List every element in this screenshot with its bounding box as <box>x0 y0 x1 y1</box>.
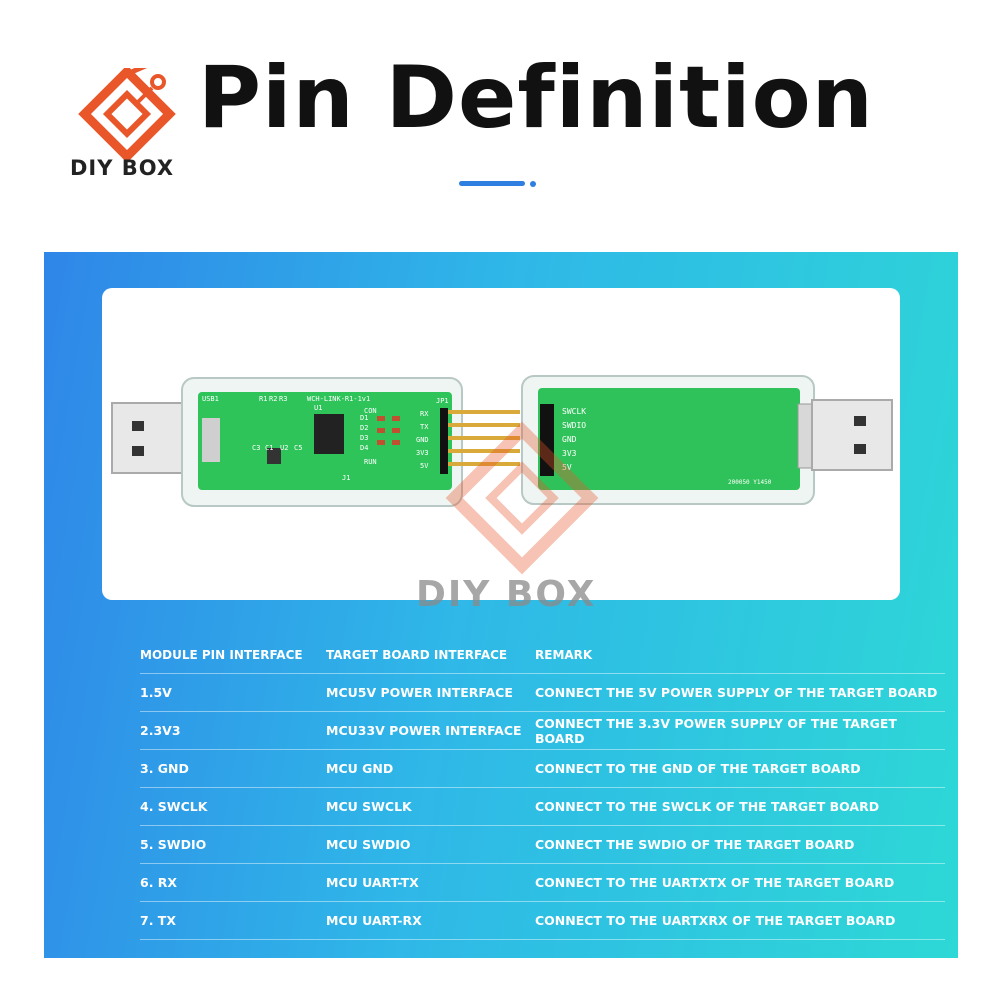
silk-swclk: SWCLK <box>562 407 586 416</box>
table-row: 3. GND MCU GND CONNECT TO THE GND OF THE… <box>140 749 945 788</box>
silk-swdio: SWDIO <box>562 421 586 430</box>
table-row: 7. TX MCU UART-RX CONNECT TO THE UARTXRX… <box>140 901 945 940</box>
cell-module-pin: 4. SWCLK <box>140 787 326 826</box>
right-usb-plug <box>797 399 893 471</box>
silk-j1: J1 <box>342 474 350 482</box>
title-underline <box>459 181 525 186</box>
cell-remark: CONNECT TO THE SWCLK OF THE TARGET BOARD <box>535 787 945 826</box>
silk-d1: D1 <box>360 414 368 422</box>
header-module-pin: MODULE PIN INTERFACE <box>140 636 326 674</box>
watermark-logo-icon <box>445 421 599 575</box>
silk-u2: U2 <box>280 444 288 452</box>
silk-u1: U1 <box>314 404 322 412</box>
cell-module-pin: 7. TX <box>140 901 326 940</box>
silk-gnd: GND <box>416 436 429 444</box>
silk-3v3: 3V3 <box>416 449 429 457</box>
table-row: 2.3V3 MCU33V POWER INTERFACE CONNECT THE… <box>140 711 945 750</box>
silk-c1: C1 <box>265 444 273 452</box>
silk-con: CON <box>364 407 377 415</box>
table-header-row: MODULE PIN INTERFACE TARGET BOARD INTERF… <box>140 636 945 674</box>
table-row: 6. RX MCU UART-TX CONNECT TO THE UARTXTX… <box>140 863 945 902</box>
silk-code: 200050 Y1450 <box>728 479 772 486</box>
silk-d3: D3 <box>360 434 368 442</box>
cell-remark: CONNECT THE 5V POWER SUPPLY OF THE TARGE… <box>535 673 945 712</box>
page-title: Pin Definition <box>198 48 874 148</box>
cell-module-pin: 2.3V3 <box>140 711 326 750</box>
title-underline-dot <box>530 181 536 187</box>
silk-d4: D4 <box>360 444 368 452</box>
cell-target-board: MCU UART-RX <box>326 901 535 940</box>
cell-target-board: MCU UART-TX <box>326 863 535 902</box>
cell-target-board: MCU SWDIO <box>326 825 535 864</box>
silk-run: RUN <box>364 458 377 466</box>
pin-table: MODULE PIN INTERFACE TARGET BOARD INTERF… <box>140 636 945 940</box>
cell-remark: CONNECT TO THE GND OF THE TARGET BOARD <box>535 749 945 788</box>
silk-r1: R1 <box>259 395 267 403</box>
usb-adapters-illustration: USB1 R1 R2 R3 U1 WCH-LINK-R1-1v1 JP1 D1 … <box>111 375 893 575</box>
silk-board-name: WCH-LINK-R1-1v1 <box>307 395 370 403</box>
silk-c5: C5 <box>294 444 302 452</box>
silk-usb1: USB1 <box>202 395 219 403</box>
watermark-text: DIY BOX <box>416 574 597 615</box>
silk-rx: RX <box>420 410 429 418</box>
cell-module-pin: 5. SWDIO <box>140 825 326 864</box>
table-row: 4. SWCLK MCU SWCLK CONNECT TO THE SWCLK … <box>140 787 945 826</box>
silk-jp1: JP1 <box>436 397 449 405</box>
right-pcb <box>538 388 800 490</box>
cell-module-pin: 1.5V <box>140 673 326 712</box>
header-remark: REMARK <box>535 636 945 674</box>
table-row: 5. SWDIO MCU SWDIO CONNECT THE SWDIO OF … <box>140 825 945 864</box>
cell-target-board: MCU5V POWER INTERFACE <box>326 673 535 712</box>
silk-r2: R2 <box>269 395 277 403</box>
chip-icon <box>314 414 344 454</box>
header-target-board: TARGET BOARD INTERFACE <box>326 636 535 674</box>
brand-name: DIY BOX <box>70 156 175 180</box>
silk-gnd-right: GND <box>562 435 577 444</box>
silk-c3: C3 <box>252 444 260 452</box>
diy-box-logo-icon <box>78 68 176 163</box>
silk-5v: 5V <box>420 462 429 470</box>
product-photo: USB1 R1 R2 R3 U1 WCH-LINK-R1-1v1 JP1 D1 … <box>102 288 900 600</box>
header-pins <box>440 408 520 474</box>
silk-tx: TX <box>420 423 429 431</box>
silk-3v3-right: 3V3 <box>562 449 577 458</box>
silk-d2: D2 <box>360 424 368 432</box>
content-panel: USB1 R1 R2 R3 U1 WCH-LINK-R1-1v1 JP1 D1 … <box>44 252 958 958</box>
cell-remark: CONNECT TO THE UARTXRX OF THE TARGET BOA… <box>535 901 945 940</box>
cell-target-board: MCU33V POWER INTERFACE <box>326 711 535 750</box>
silk-r3: R3 <box>279 395 287 403</box>
silk-5v-right: 5V <box>562 463 572 472</box>
cell-remark: CONNECT THE SWDIO OF THE TARGET BOARD <box>535 825 945 864</box>
cell-module-pin: 3. GND <box>140 749 326 788</box>
cell-target-board: MCU GND <box>326 749 535 788</box>
cell-remark: CONNECT TO THE UARTXTX OF THE TARGET BOA… <box>535 863 945 902</box>
cell-target-board: MCU SWCLK <box>326 787 535 826</box>
table-row: 1.5V MCU5V POWER INTERFACE CONNECT THE 5… <box>140 673 945 712</box>
cell-module-pin: 6. RX <box>140 863 326 902</box>
cell-remark: CONNECT THE 3.3V POWER SUPPLY OF THE TAR… <box>535 711 945 750</box>
